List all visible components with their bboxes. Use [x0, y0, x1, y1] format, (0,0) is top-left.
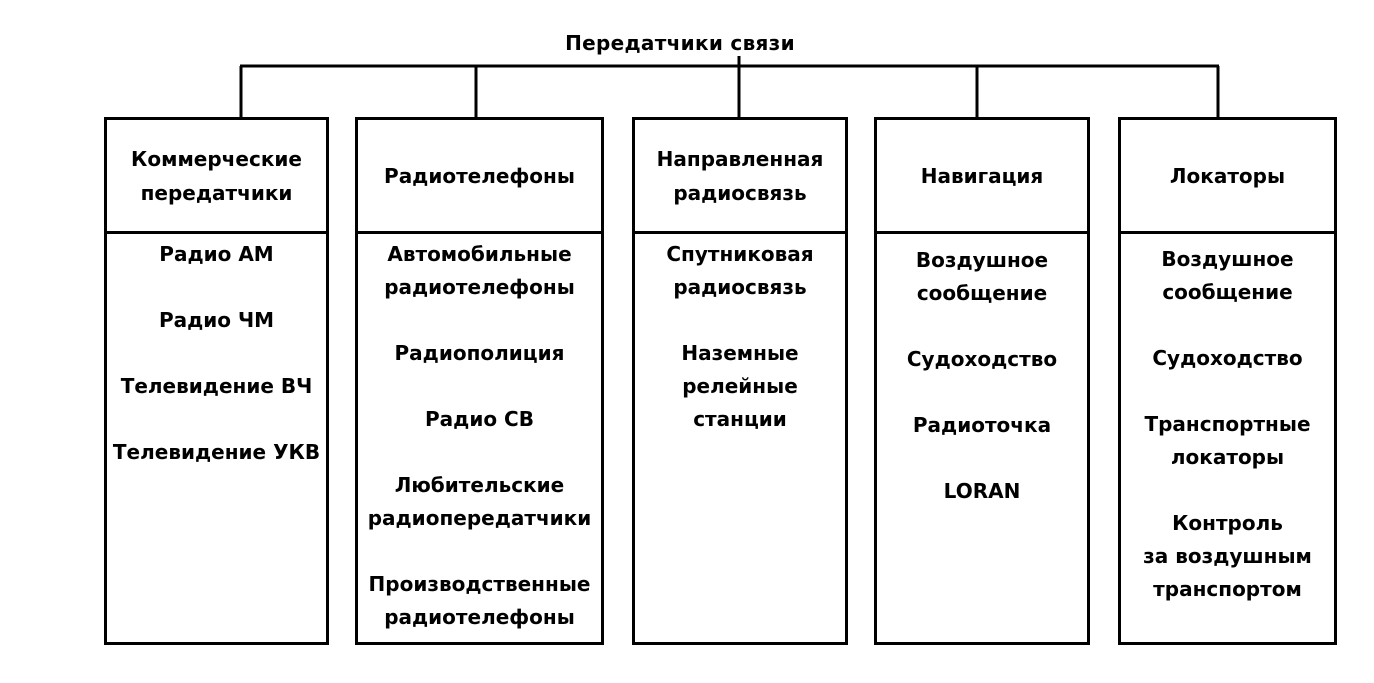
category-items-directional: Спутниковая радиосвязь Наземные релейные…	[635, 234, 845, 642]
item-car-radiotelephones: Автомобильные радиотелефоны	[384, 242, 575, 299]
item-nav-loran: LORAN	[943, 479, 1021, 503]
category-box-commercial: Коммерческие передатчики Радио АМ Радио …	[104, 117, 329, 645]
category-items-locators: Воздушное сообщение Судоходство Транспор…	[1121, 234, 1334, 642]
category-box-locators: Локаторы Воздушное сообщение Судоходство…	[1118, 117, 1337, 645]
item-amateur-transmitters: Любительские радиопередатчики	[367, 473, 592, 530]
item-loc-air-traffic: Воздушное сообщение	[1161, 247, 1294, 304]
item-loc-shipping: Судоходство	[1152, 346, 1303, 370]
item-industrial-radiotelephones: Производственные радиотелефоны	[368, 572, 591, 629]
item-satellite-radio: Спутниковая радиосвязь	[666, 242, 814, 299]
item-radio-police: Радиополиция	[394, 341, 565, 365]
category-items-radiotelephones: Автомобильные радиотелефоны Радиополиция…	[358, 234, 601, 642]
category-box-directional: Направленная радиосвязь Спутниковая ради…	[632, 117, 848, 645]
item-terrestrial-relay: Наземные релейные станции	[681, 341, 799, 431]
item-nav-shipping: Судоходство	[906, 347, 1058, 371]
category-items-navigation: Воздушное сообщение Судоходство Радиоточ…	[877, 234, 1087, 642]
category-title-navigation: Навигация	[877, 120, 1087, 234]
category-box-radiotelephones: Радиотелефоны Автомобильные радиотелефон…	[355, 117, 604, 645]
item-loc-transport-locators: Транспортные локаторы	[1144, 412, 1311, 469]
item-nav-radio-beacon: Радиоточка	[912, 413, 1052, 437]
item-radio-cb: Радио СВ	[425, 407, 534, 431]
category-items-commercial: Радио АМ Радио ЧМ Телевидение ВЧ Телевид…	[107, 234, 326, 642]
item-nav-air-traffic: Воздушное сообщение	[915, 248, 1049, 305]
category-title-commercial: Коммерческие передатчики	[107, 120, 326, 234]
root-node-label: Передатчики связи	[565, 31, 795, 55]
category-box-navigation: Навигация Воздушное сообщение Судоходств…	[874, 117, 1090, 645]
category-title-directional: Направленная радиосвязь	[635, 120, 845, 234]
item-loc-air-traffic-control: Контроль за воздушным транспортом	[1143, 511, 1312, 601]
category-title-radiotelephones: Радиотелефоны	[358, 120, 601, 234]
category-title-locators: Локаторы	[1121, 120, 1334, 234]
item-radio-fm: Радио ЧМ	[158, 308, 275, 332]
item-tv-vhf: Телевидение УКВ	[112, 440, 321, 464]
item-radio-am: Радио АМ	[159, 242, 274, 266]
item-tv-hf: Телевидение ВЧ	[120, 374, 313, 398]
